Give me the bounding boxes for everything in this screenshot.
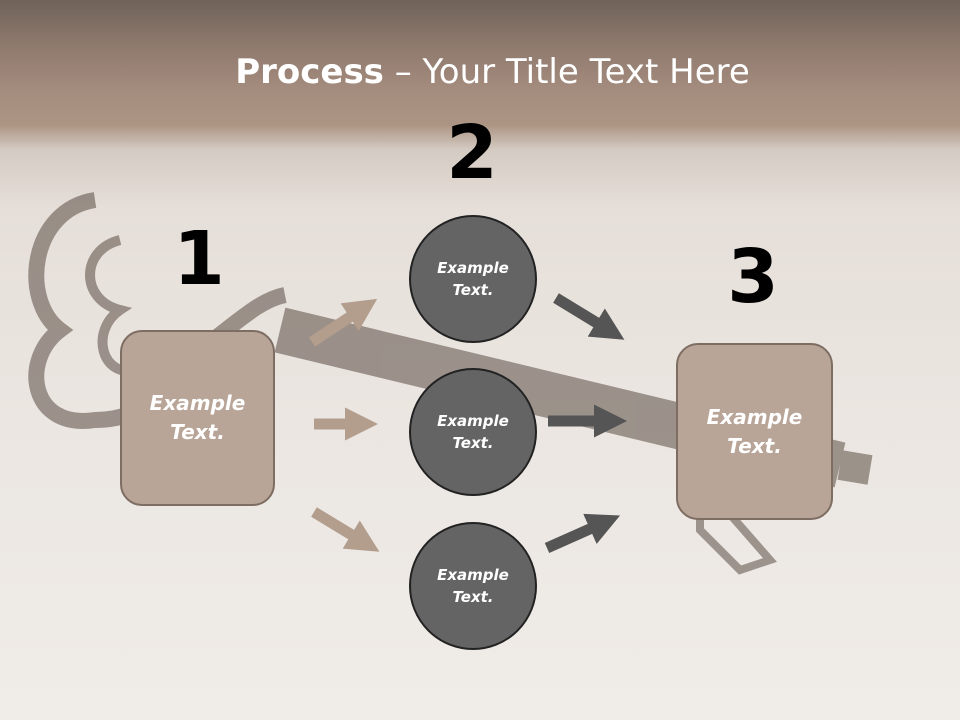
step-2-circle-bottom: Example Text. bbox=[409, 522, 537, 650]
arrow-2-top-to-3 bbox=[553, 293, 625, 340]
step-number-1: 1 bbox=[173, 216, 225, 302]
slide-title: Process – Your Title Text Here bbox=[0, 52, 960, 92]
arrow-1-to-2-bottom bbox=[311, 507, 380, 552]
step-2-circle-text: Example Text. bbox=[437, 258, 509, 300]
arrow-1-to-2-top bbox=[308, 298, 378, 347]
arrow-2-bottom-to-3 bbox=[544, 513, 621, 554]
step-3-text: Example Text. bbox=[706, 404, 803, 458]
step-2-circle-text: Example Text. bbox=[437, 411, 509, 453]
title-bold: Process bbox=[235, 52, 384, 92]
step-2-circle-top: Example Text. bbox=[409, 215, 537, 343]
step-1-text: Example Text. bbox=[149, 391, 246, 444]
step-1-box: Example Text. bbox=[120, 330, 275, 506]
step-3-box: Example Text. bbox=[676, 343, 833, 520]
step-number-2: 2 bbox=[446, 110, 498, 196]
title-rest: – Your Title Text Here bbox=[383, 52, 750, 92]
step-2-circle-text: Example Text. bbox=[437, 565, 509, 607]
step-number-3: 3 bbox=[727, 234, 779, 320]
step-2-circle-middle: Example Text. bbox=[409, 368, 537, 496]
